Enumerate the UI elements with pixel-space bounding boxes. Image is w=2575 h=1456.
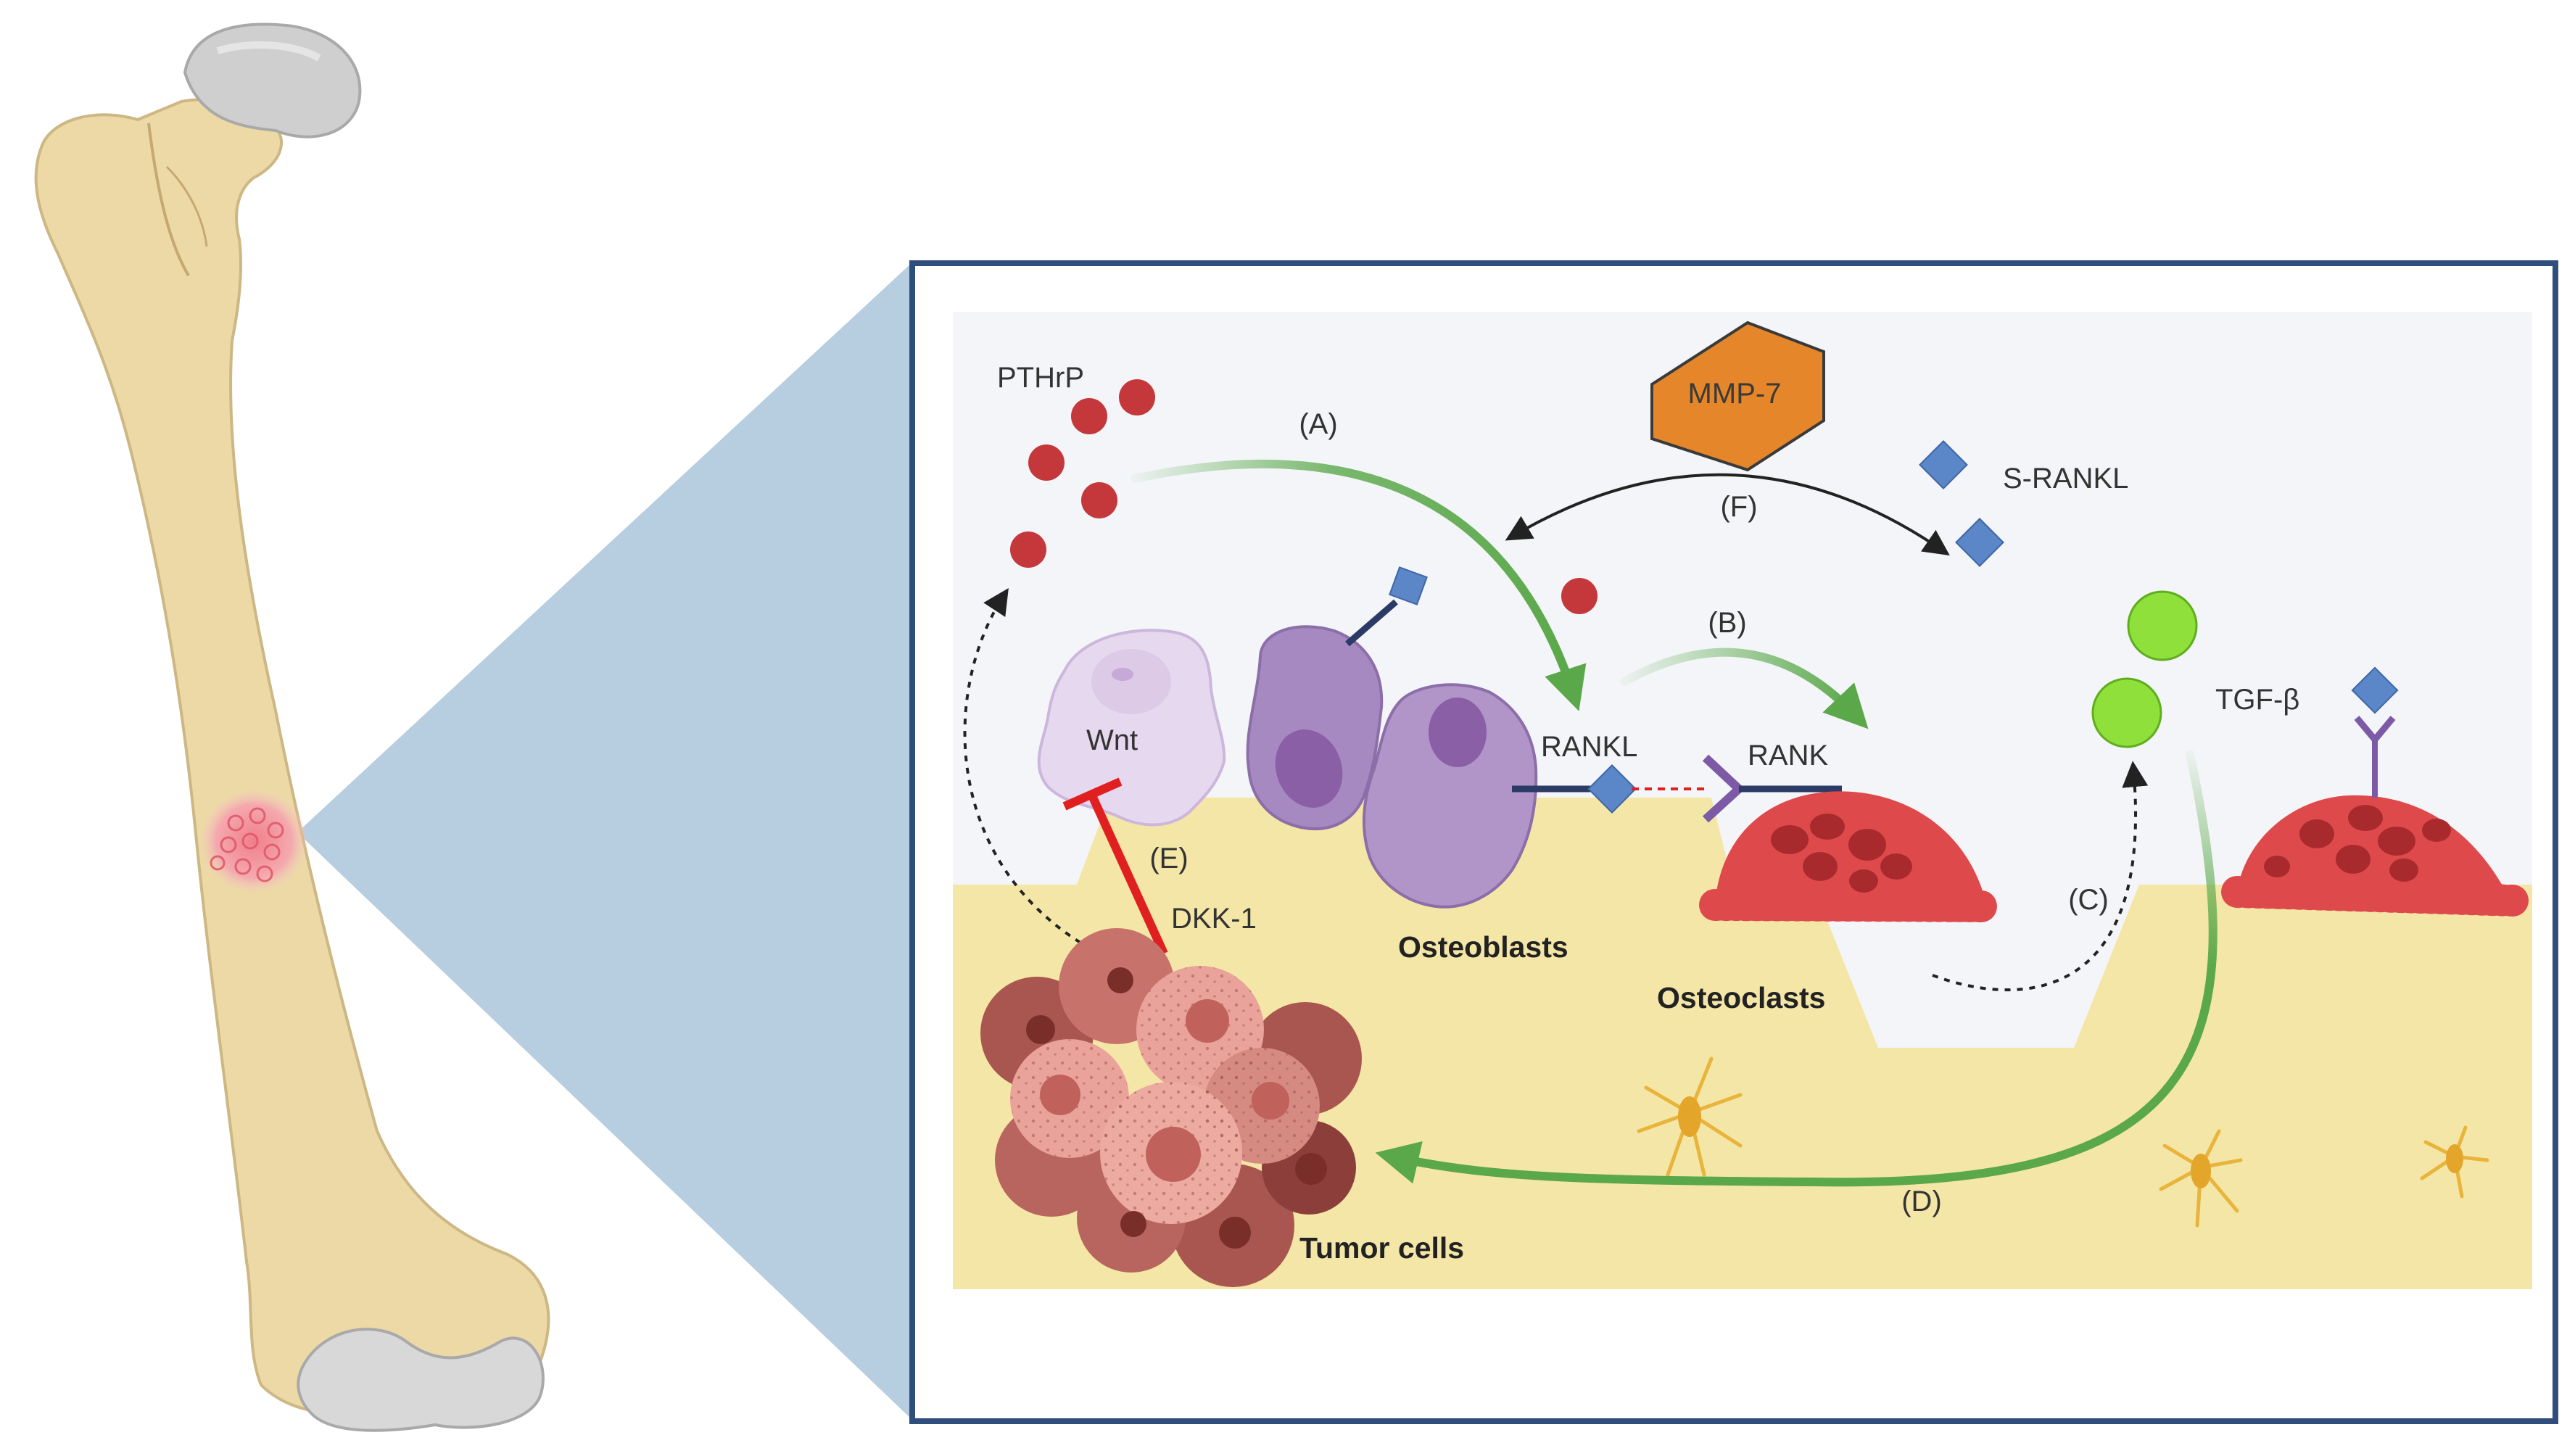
osteoclast-cell — [1699, 791, 2003, 922]
rankl-label: RANKL — [1541, 731, 1637, 763]
osteoclast-cell — [2221, 795, 2529, 917]
pthrp-molecules — [1010, 379, 1598, 614]
step-f-label: (F) — [1720, 491, 1757, 523]
arrow-a — [1131, 459, 1587, 711]
dkk1-label: DKK-1 — [1171, 903, 1257, 935]
step-d-label: (D) — [1901, 1186, 1942, 1217]
wnt-osteoblast-cell — [1037, 629, 1226, 827]
rankl-ligand — [1512, 764, 1637, 814]
bone-lesion — [199, 789, 308, 893]
femoral-condyle — [297, 1328, 545, 1432]
s-rankl-label: S-RANKL — [2003, 463, 2128, 495]
mmp7-enzyme: MMP-7 — [1650, 320, 1825, 472]
inhibition-e — [1062, 777, 1168, 956]
osteoclast-rank-receptor — [2351, 666, 2399, 798]
step-c-label: (C) — [2068, 884, 2109, 916]
tgf-beta-label: TGF-β — [2215, 684, 2299, 716]
step-e-label: (E) — [1149, 843, 1188, 874]
arrow-f — [1505, 473, 1950, 556]
arrow-b — [1620, 648, 1869, 729]
arrow-c — [1932, 761, 2149, 992]
femur-bone — [34, 98, 550, 1415]
osteoblast-cell — [1362, 683, 1538, 909]
step-a-label: (A) — [1299, 408, 1337, 440]
arrow-d — [1375, 750, 2218, 1187]
s-rankl-molecules — [1919, 440, 2004, 567]
osteocyte — [1637, 1056, 1743, 1177]
femoral-head — [183, 22, 362, 138]
pthrp-label: PTHrP — [997, 362, 1084, 394]
osteocyte — [2159, 1129, 2243, 1228]
rank-receptor — [1702, 754, 1842, 823]
mmp7-label: MMP-7 — [1688, 378, 1782, 410]
tumor-cell-cluster — [980, 928, 1362, 1287]
wnt-label: Wnt — [1086, 724, 1138, 756]
rank-label: RANK — [1748, 740, 1828, 772]
osteoclasts-label: Osteoclasts — [1657, 981, 1825, 1014]
osteoblasts-label: Osteoblasts — [1398, 930, 1568, 964]
osteoblast-rankl-receptor — [1345, 566, 1428, 647]
tumor-cells-label: Tumor cells — [1299, 1231, 1464, 1265]
osteocyte — [2420, 1125, 2489, 1199]
zoom-wedge — [297, 261, 914, 1421]
osteoblast-cell — [1246, 625, 1384, 831]
step-b-label: (B) — [1708, 607, 1746, 639]
arrow-tumor-to-pthrp — [963, 587, 1082, 944]
tgf-beta-molecules — [2091, 590, 2198, 748]
